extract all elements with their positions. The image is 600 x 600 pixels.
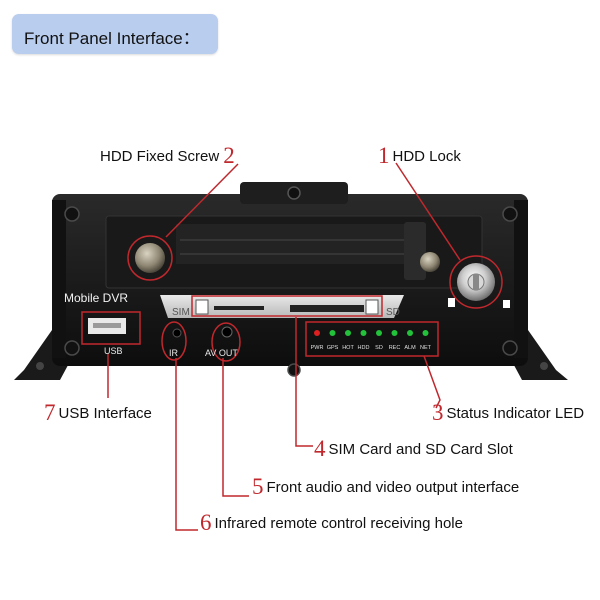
ir-hole: IR [161,321,187,361]
hdd-fixed-screw [127,235,173,281]
sim-slot [214,306,264,310]
callout-5-text: Front audio and video output interface [266,479,520,496]
usb-label: USB [104,346,123,356]
callout-6-number: 6 [200,510,212,535]
callout-7-number: 7 [44,400,56,425]
led-label-alm: ALM [404,345,416,351]
callout-1-text: HDD Lock [392,148,461,165]
header-box: Front Panel Interface： [12,14,218,54]
page-title: Front Panel Interface： [24,29,200,48]
sd-label: SD [386,307,400,318]
callout-3-number: 3 [432,400,444,425]
callout-1-number: 1 [378,143,390,168]
sim-label: SIM [172,307,190,318]
callout-3-text: Status Indicator LED [446,405,585,422]
hdd-lock [448,255,510,309]
led-label-gps: GPS [327,345,339,351]
led-net [422,330,429,336]
led-hdd [360,330,367,336]
callout-5-number: 5 [252,474,264,499]
led-label-net: NET [420,345,432,351]
av-out-port: AV OUT [205,322,241,362]
callout-6-text: Infrared remote control receiving hole [214,515,463,532]
leader-lines [107,162,461,531]
callout-4-text: SIM Card and SD Card Slot [328,441,513,458]
led-label-sd: SD [375,345,383,351]
led-label-pwr: PWR [311,345,324,351]
led-sd [376,330,382,336]
led-panel [305,321,439,357]
led-gps [329,330,336,336]
led-hot [345,330,351,336]
led-rec [391,330,398,336]
right-knob [420,252,440,272]
led-label-hot: HOT [342,345,354,351]
callout-4-number: 4 [314,436,326,461]
led-alm [407,330,413,336]
callout-2-number: 2 [223,143,235,168]
led-label-rec: REC [389,345,401,351]
slot-highlight [191,295,383,317]
av-out-label: AV OUT [205,348,238,358]
slot-plate [160,295,404,318]
callout-7-text: USB Interface [58,405,152,422]
led-label-hdd: HDD [358,345,370,351]
sd-slot [290,305,364,312]
callout-2-text: HDD Fixed Screw [100,148,220,165]
ir-label: IR [169,348,179,358]
usb-port: USB [81,311,141,356]
led-pwr [314,330,320,336]
model-label: Mobile DVR [64,291,128,305]
